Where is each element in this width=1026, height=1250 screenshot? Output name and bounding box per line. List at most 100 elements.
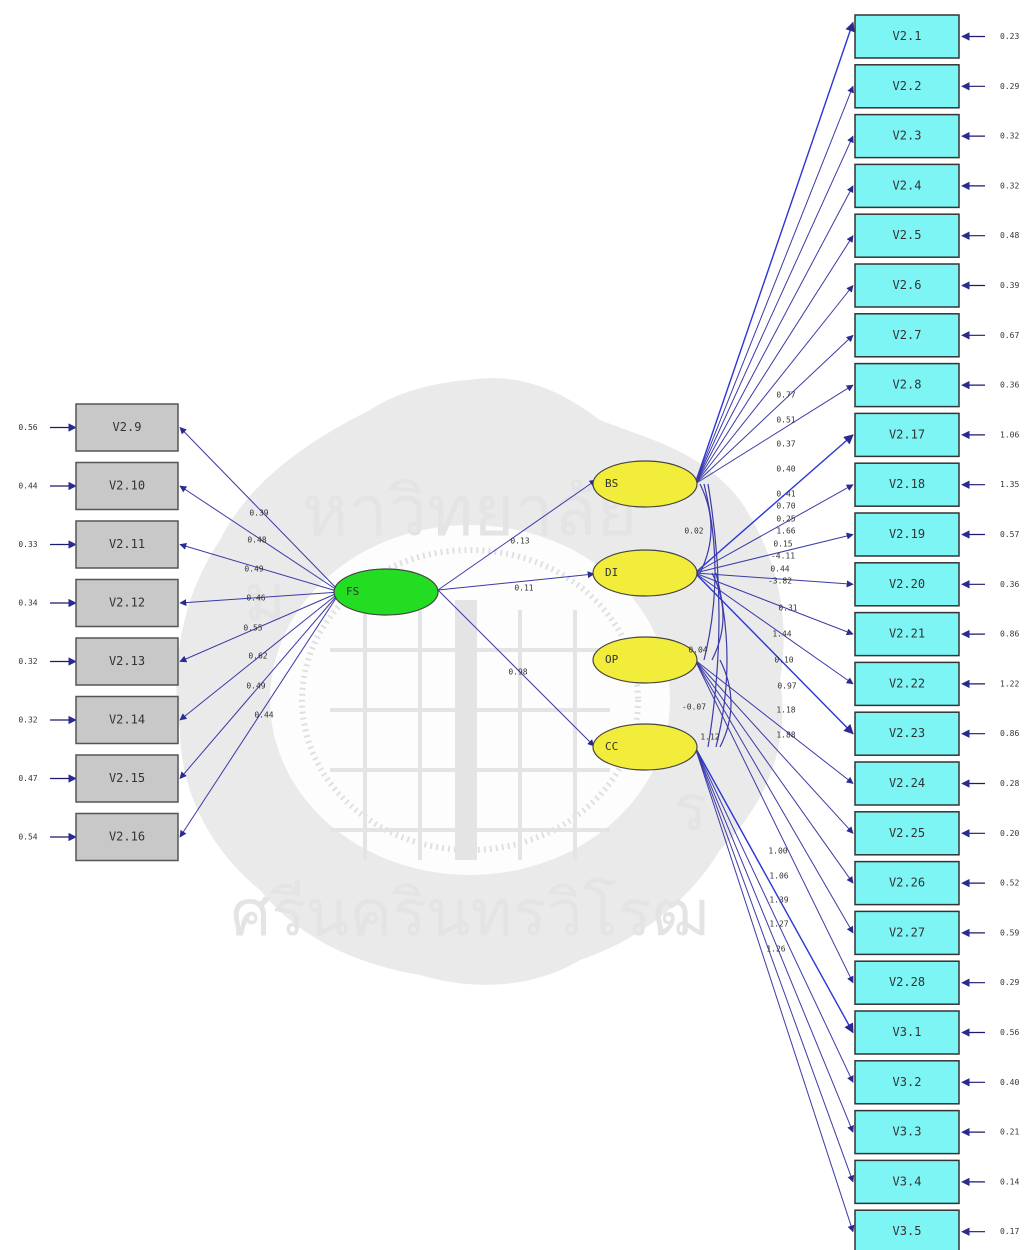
error-value-right: 0.29	[1000, 978, 1019, 987]
error-value-right: 0.20	[1000, 829, 1019, 838]
error-value-left: 0.56	[18, 423, 37, 432]
latent-bs	[592, 460, 698, 508]
loading-value-right: 0.15	[773, 540, 792, 549]
error-value-right: 1.22	[1000, 679, 1019, 688]
loading-path-left	[179, 591, 341, 721]
loading-path-left	[179, 542, 341, 593]
loading-path-left	[179, 591, 341, 838]
structural-path-value: 0.13	[510, 537, 529, 546]
indicator-label-right: V2.6	[893, 278, 922, 292]
indicator-box-right	[854, 113, 960, 159]
indicator-box-left	[75, 403, 179, 452]
loading-value-right: 1.06	[769, 872, 788, 881]
loading-value-right: 1.00	[768, 847, 787, 856]
university-seal-watermark: หาวิทยาลัย ศรีนครินทรวิโรฒ ม ร	[176, 378, 784, 985]
indicator-label-right: V2.4	[893, 178, 922, 192]
indicator-label-right: V2.1	[893, 29, 922, 43]
loading-path-right	[694, 532, 854, 574]
indicator-box-left	[75, 754, 179, 803]
error-value-right: 0.21	[1000, 1128, 1019, 1137]
indicator-label-right: V2.21	[889, 627, 925, 641]
loading-value-right: 1.39	[769, 896, 788, 905]
error-value-left: 0.44	[18, 482, 37, 491]
indicator-label-right: V2.28	[889, 975, 925, 989]
indicator-box-left	[75, 637, 179, 686]
latent-label-fs: FS	[346, 585, 359, 598]
loading-path-left	[179, 591, 341, 780]
indicator-box-right	[854, 562, 960, 607]
loading-value-right: 0.31	[778, 604, 797, 613]
error-value-right: 0.40	[1000, 1078, 1019, 1087]
indicator-label-right: V3.1	[893, 1025, 922, 1039]
loading-value-right: 0.37	[776, 440, 795, 449]
error-value-right: 0.29	[1000, 82, 1019, 91]
indicator-box-right	[854, 213, 960, 258]
error-value-right: 0.32	[1000, 181, 1019, 190]
path-nodes	[75, 14, 960, 1250]
indicator-box-right	[854, 512, 960, 557]
indicator-label-right: V3.5	[893, 1224, 922, 1238]
loading-value-right: 0.51	[776, 416, 795, 425]
covariance-value: -0.07	[682, 703, 706, 712]
loading-path-right	[694, 434, 854, 574]
indicator-box-right	[854, 64, 960, 109]
seal-text-bottom: ศรีนครินทรวิโรฒ	[231, 877, 710, 951]
error-value-right: 0.59	[1000, 928, 1019, 937]
seal-emblem-center-bar	[455, 600, 477, 860]
loading-path-left	[179, 426, 341, 593]
indicator-box-right	[854, 362, 960, 408]
error-value-right: 0.23	[1000, 32, 1019, 41]
indicator-box-right	[854, 611, 960, 657]
loading-value-right: 0.97	[777, 682, 796, 691]
loading-path-right	[694, 572, 854, 636]
latent-label-op: OP	[605, 653, 619, 666]
indicator-label-left: V2.12	[109, 596, 145, 610]
indicator-label-left: V2.16	[109, 830, 145, 844]
latent-label-cc: CC	[605, 740, 618, 753]
loading-value-right: 1.18	[776, 706, 795, 715]
indicator-label-right: V2.19	[889, 527, 925, 541]
error-value-right: 0.36	[1000, 580, 1019, 589]
error-value-right: 0.57	[1000, 530, 1019, 539]
loading-value-right: 1.44	[772, 630, 791, 639]
loading-value-left: 0.48	[247, 536, 266, 545]
loading-value-right: 0.70	[776, 502, 795, 511]
structural-path-value: 0.11	[514, 584, 533, 593]
indicator-box-right	[854, 1060, 960, 1105]
indicator-box-right	[854, 711, 960, 756]
indicator-box-left	[75, 461, 179, 511]
latent-fs	[333, 568, 439, 616]
loading-path-right	[694, 484, 854, 574]
indicator-box-left	[75, 812, 179, 862]
loading-value-right: 0.77	[776, 391, 795, 400]
indicator-label-right: V2.24	[889, 776, 925, 790]
loading-value-left: 0.46	[246, 594, 265, 603]
error-value-right: 1.06	[1000, 430, 1019, 439]
loading-path-right	[694, 85, 854, 485]
indicator-label-right: V2.23	[889, 726, 925, 740]
loading-path-right	[694, 659, 854, 934]
indicator-box-right	[854, 811, 960, 856]
indicator-box-right	[854, 1209, 960, 1250]
loading-path-right	[694, 746, 854, 1083]
loading-path-right	[694, 746, 854, 1133]
loading-path-right	[694, 746, 854, 1034]
indicator-label-right: V2.26	[889, 876, 925, 890]
indicator-box-right	[854, 14, 960, 59]
indicator-label-right: V2.18	[889, 477, 925, 491]
loading-path-right	[694, 572, 854, 588]
seal-outer-shape	[176, 378, 784, 985]
covariance-curve	[699, 483, 712, 574]
structural-path	[437, 589, 595, 747]
covariance-curve	[711, 572, 724, 661]
loading-value-right: -3.82	[768, 577, 792, 586]
indicator-label-right: V2.20	[889, 577, 925, 591]
indicator-label-right: V2.2	[893, 79, 922, 93]
indicator-box-right	[854, 163, 960, 209]
loading-path-right	[694, 185, 854, 485]
loading-value-right: -4.11	[771, 552, 795, 561]
loading-path-right	[694, 659, 854, 984]
indicator-label-right: V3.2	[893, 1075, 922, 1089]
indicator-label-right: V2.25	[889, 826, 925, 840]
